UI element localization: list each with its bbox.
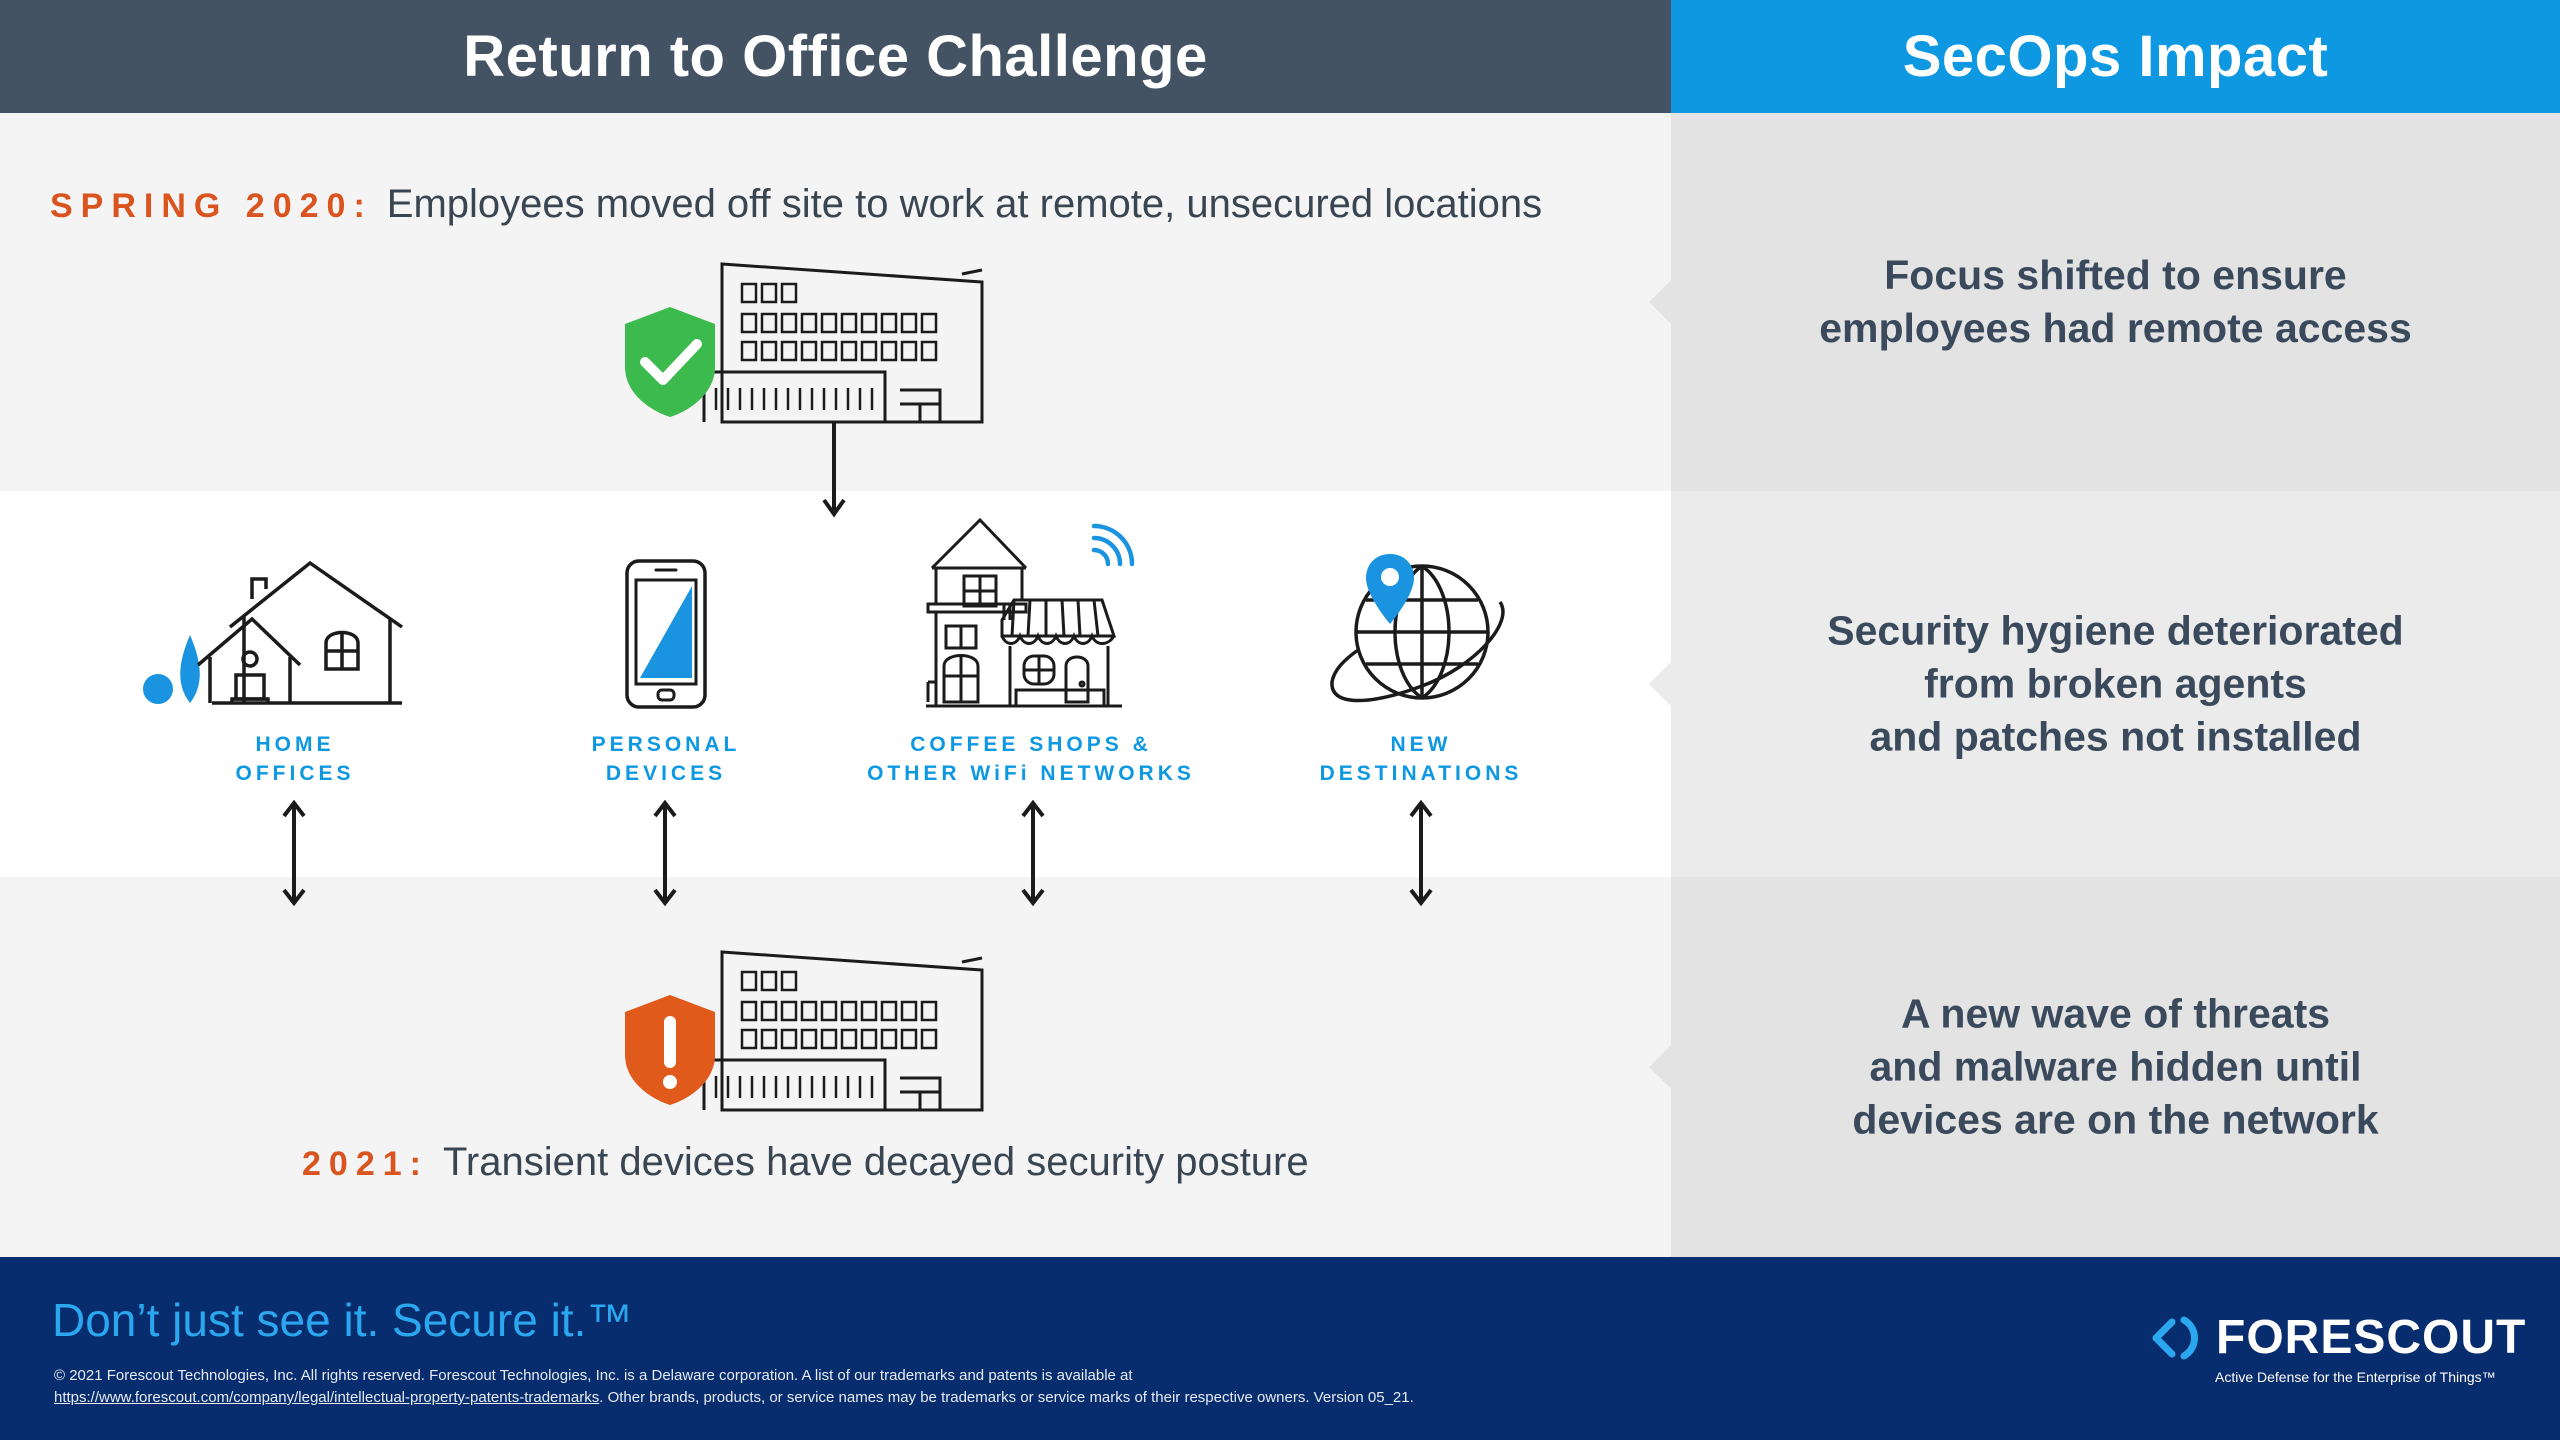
impact-panel-1: Focus shifted to ensure employees had re… [1649, 113, 2560, 491]
spring-2020-statement: SPRING 2020: Employees moved off site to … [50, 182, 1542, 227]
legal-line-1: © 2021 Forescout Technologies, Inc. All … [54, 1367, 1133, 1384]
impact-text-3: A new wave of threats and malware hidden… [1852, 990, 2379, 1143]
category-line2: OFFICES [235, 762, 355, 785]
category-line1: PERSONAL [591, 733, 741, 756]
office-secure-icon [625, 262, 984, 518]
category-label-destinations: NEW DESTINATIONS [1320, 730, 1523, 788]
double-arrow-icon [282, 800, 306, 906]
impact-panel-2: Security hygiene deteriorated from broke… [1649, 491, 2560, 877]
forescout-logo-subtitle: Active Defense for the Enterprise of Thi… [2215, 1369, 2496, 1385]
double-arrow-icon [653, 800, 677, 906]
panel-notch [1649, 662, 1671, 706]
footer [0, 1257, 2560, 1440]
category-line1: COFFEE SHOPS & [910, 733, 1152, 756]
category-line2: OTHER WiFi NETWORKS [867, 762, 1195, 785]
header-left-title: Return to Office Challenge [0, 0, 1671, 113]
forescout-logo: FORESCOUT [2150, 1310, 2526, 1365]
double-arrow-icon [1021, 800, 1045, 906]
forescout-logo-icon [2152, 1316, 2198, 1359]
impact-text-2: Security hygiene deteriorated from broke… [1827, 607, 2404, 760]
category-label-coffee: COFFEE SHOPS & OTHER WiFi NETWORKS [867, 730, 1195, 788]
category-label-home: HOME OFFICES [235, 730, 354, 788]
panel-notch [1649, 1045, 1671, 1089]
legal-line-2-rest: . Other brands, products, or service nam… [599, 1389, 1414, 1406]
impact-text-1: Focus shifted to ensure employees had re… [1819, 252, 2412, 351]
spring-2020-year: SPRING 2020: [50, 187, 373, 225]
category-line2: DESTINATIONS [1319, 762, 1523, 785]
globe-icon [1330, 554, 1505, 703]
forescout-logo-word: FORESCOUT [2216, 1311, 2527, 1364]
y2021-year: 2021: [302, 1145, 429, 1183]
legal-line-2: https://www.forescout.com/company/legal/… [54, 1387, 1414, 1409]
category-label-personal: PERSONAL DEVICES [592, 730, 741, 788]
house-icon [143, 560, 403, 705]
y2021-text: Transient devices have decayed security … [442, 1140, 1309, 1184]
category-line1: HOME [255, 733, 335, 756]
category-line1: NEW [1390, 733, 1452, 756]
impact-panel-3: A new wave of threats and malware hidden… [1649, 877, 2560, 1257]
y2021-statement: 2021: Transient devices have decayed secu… [302, 1140, 1309, 1185]
double-arrow-icon [1409, 800, 1433, 906]
office-alert-icon [625, 950, 984, 1112]
trademarks-link[interactable]: https://www.forescout.com/company/legal/… [54, 1389, 600, 1406]
spring-2020-text: Employees moved off site to work at remo… [386, 182, 1543, 226]
panel-notch [1649, 280, 1671, 324]
footer-legal: © 2021 Forescout Technologies, Inc. All … [54, 1365, 1414, 1409]
category-line2: DEVICES [605, 762, 727, 785]
coffee-shop-icon [926, 517, 1135, 708]
footer-tagline: Don’t just see it. Secure it.™ [52, 1294, 633, 1346]
header-right-title: SecOps Impact [1671, 0, 2560, 113]
band-2021 [0, 877, 1671, 1257]
smartphone-icon [625, 559, 707, 709]
